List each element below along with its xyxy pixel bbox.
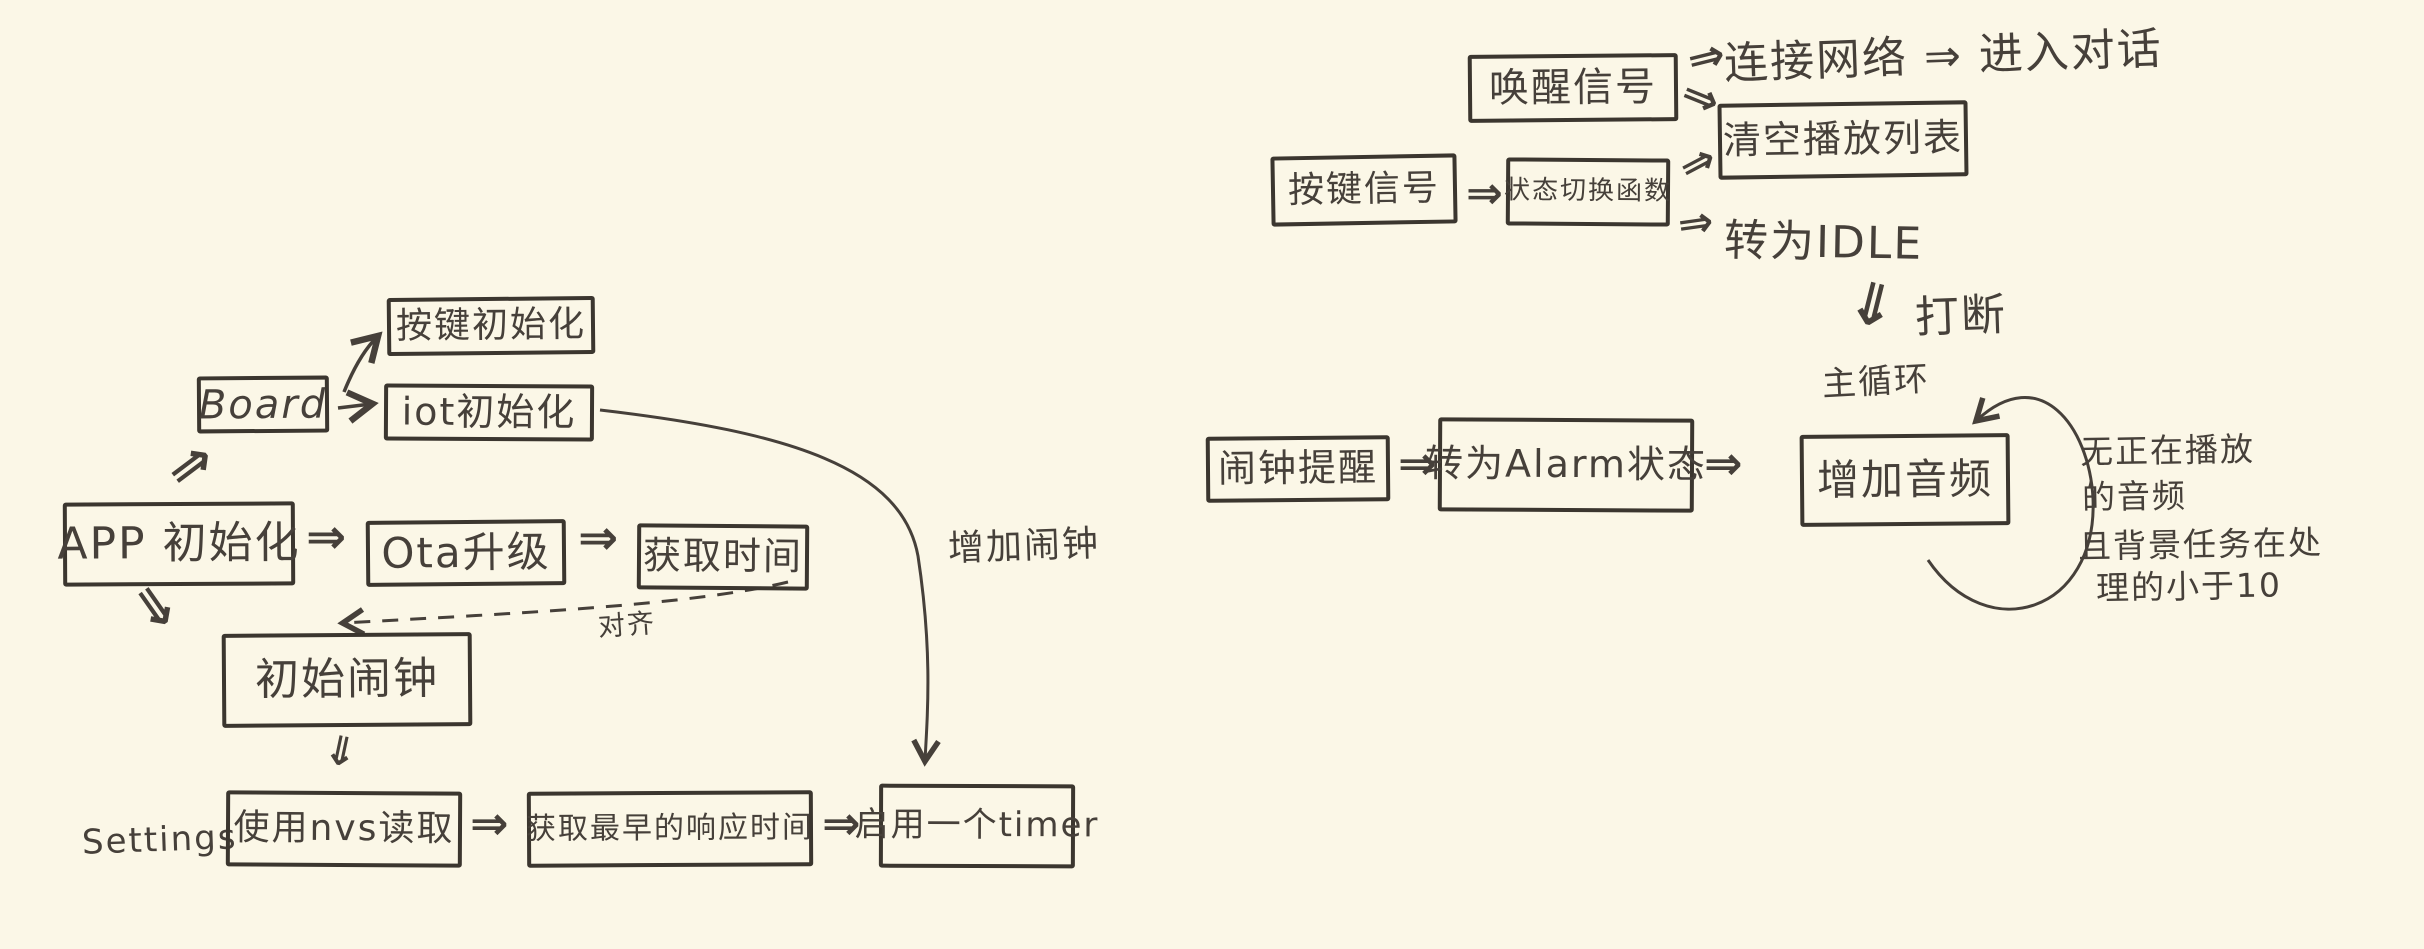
node-to-alarm-label: 转为Alarm状态: [1424, 441, 1708, 487]
loop-note-line2: 的音频: [2081, 476, 2188, 517]
arrow-down-right-icon: ⇘: [126, 569, 183, 640]
node-timer-label: 启用一个timer: [854, 804, 1100, 846]
node-timer: 启用一个timer: [855, 783, 1099, 869]
node-key-init: 按键初始化: [386, 295, 596, 357]
node-iot-init-label: iot初始化: [401, 389, 577, 435]
node-clear-playlist: 清空播放列表: [1717, 100, 1969, 180]
node-init-alarm-label: 初始闹钟: [254, 653, 440, 706]
node-get-time-label: 获取时间: [642, 533, 804, 579]
arrow-right-icon: ⇒: [1466, 168, 1503, 219]
node-add-audio: 增加音频: [1799, 433, 2011, 527]
node-init-alarm: 初始闹钟: [221, 632, 473, 728]
interrupt-note: 打断: [1914, 289, 2008, 344]
node-board: Board: [196, 375, 330, 434]
settings-label: Settings: [81, 817, 239, 863]
arrow-board-to-iot: [337, 389, 379, 424]
node-ota-label: Ota升级: [381, 527, 551, 578]
node-alarm-remind-label: 闹钟提醒: [1217, 445, 1379, 491]
arrow-iot-to-timer: [599, 408, 941, 767]
loop-note-line1: 无正在播放: [2079, 429, 2256, 472]
arrow-right-icon: ⇒: [470, 796, 509, 850]
node-nvs-read: 使用nvs读取: [225, 790, 463, 868]
node-earliest-response: 获取最早的响应时间: [525, 790, 815, 868]
node-get-time: 获取时间: [636, 523, 810, 591]
loop-note-line4: 理的小于10: [2095, 565, 2283, 608]
arrow-up-right-icon: ⇗: [163, 430, 218, 499]
main-loop-note: 主循环: [1821, 359, 1931, 405]
arrow-right-icon: ⇒: [822, 796, 861, 850]
node-key-init-label: 按键初始化: [395, 304, 587, 348]
node-key-signal: 按键信号: [1270, 153, 1458, 227]
to-idle-note: 转为IDLE: [1723, 215, 1924, 270]
node-earliest-response-label: 获取最早的响应时间: [525, 810, 815, 848]
node-add-audio-label: 增加音频: [1816, 454, 1994, 505]
align-note: 对齐: [596, 608, 658, 643]
node-nvs-read-label: 使用nvs读取: [233, 807, 455, 850]
node-app-init-label: APP 初始化: [57, 517, 301, 570]
node-app-init: APP 初始化: [57, 501, 301, 587]
node-iot-init: iot初始化: [383, 383, 595, 442]
arrow-board-to-keyinit: [342, 331, 383, 393]
loop-note-line3: 且背景任务在处: [2077, 522, 2324, 567]
arrow-addaudio-self-loop: [1926, 396, 2095, 611]
arrow-right-icon: ⇒: [1398, 436, 1437, 490]
arrow-right-icon: ⇒: [578, 510, 619, 566]
node-key-signal-label: 按键信号: [1287, 167, 1441, 212]
node-clear-playlist-label: 清空播放列表: [1722, 115, 1964, 163]
node-state-switch-label: 状态切换函数: [1503, 175, 1673, 207]
add-alarm-note: 增加闹钟: [947, 523, 1101, 570]
arrow-right-icon: ⇒: [1674, 195, 1717, 250]
arrow-gettime-to-initalarm-dashed: [337, 580, 789, 637]
node-board-label: Board: [198, 381, 328, 428]
node-wake-signal-label: 唤醒信号: [1488, 64, 1658, 112]
node-to-alarm: 转为Alarm状态: [1425, 417, 1707, 513]
node-wake-signal: 唤醒信号: [1467, 53, 1679, 123]
node-state-switch: 状态切换函数: [1503, 157, 1673, 227]
node-alarm-remind: 闹钟提醒: [1205, 435, 1391, 503]
arrow-right-icon: ⇒: [1704, 436, 1743, 490]
node-ota: Ota升级: [365, 519, 567, 587]
arrow-right-icon: ⇒: [306, 509, 347, 565]
